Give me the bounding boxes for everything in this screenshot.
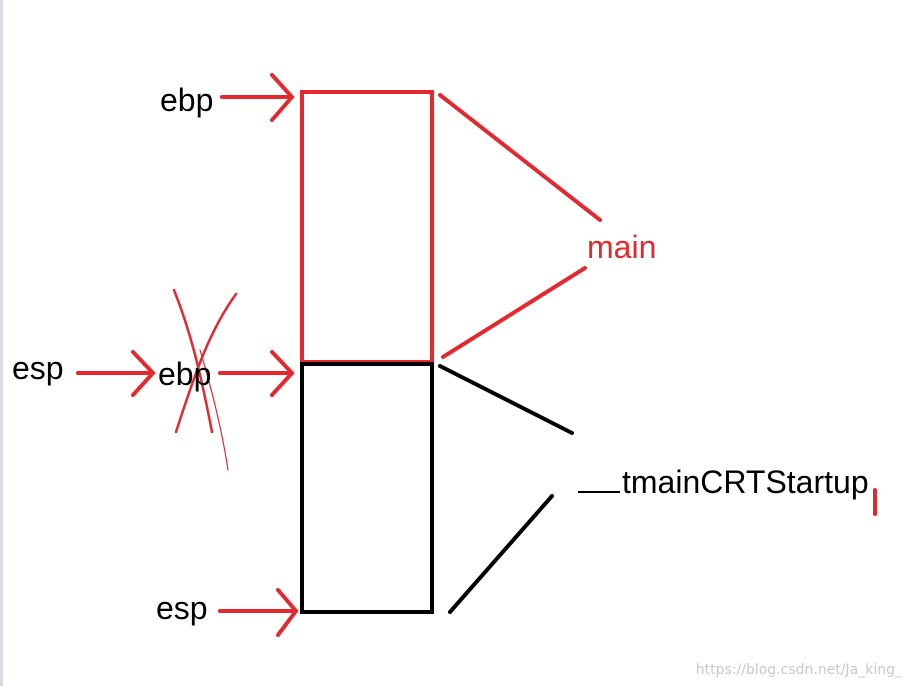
tmain-brace (438, 364, 574, 614)
main-stack-frame (300, 90, 434, 364)
arrow-ebp-top (220, 73, 295, 122)
ebp-label-top: ebp (160, 82, 214, 118)
arrow-old-ebp (218, 350, 295, 397)
watermark: https://blog.csdn.net/Ja_king_ (695, 662, 902, 678)
cross-out-mark (172, 288, 238, 471)
ebp-label-crossed: ebp (158, 356, 212, 392)
tmain-stack-frame (300, 362, 434, 614)
esp-label-left: esp (12, 350, 64, 386)
window-edge (0, 0, 3, 686)
esp-label-bottom: esp (156, 590, 208, 626)
underscore-prefix (578, 469, 620, 493)
tmain-frame-label: tmainCRTStartup (578, 466, 869, 498)
arrow-esp-bottom (218, 588, 299, 637)
tmain-frame-label-text: tmainCRTStartup (622, 464, 869, 500)
arrow-esp-to-old-ebp (76, 350, 156, 397)
main-brace (438, 93, 602, 359)
main-frame-label: main (587, 229, 657, 265)
